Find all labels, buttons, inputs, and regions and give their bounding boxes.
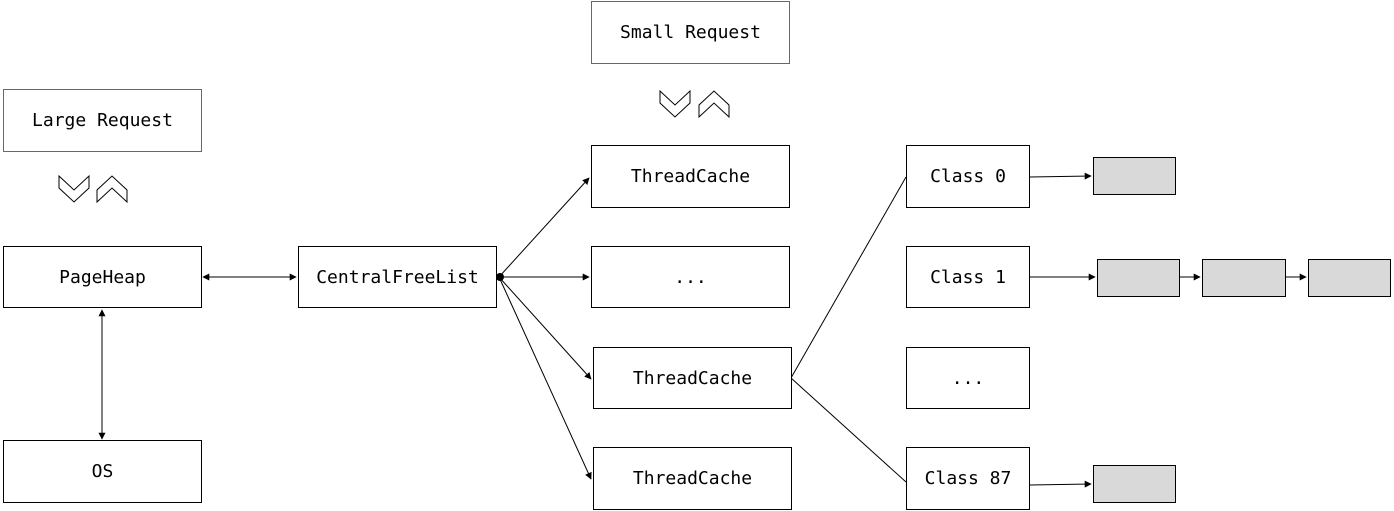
chevron-down-icon <box>659 89 691 118</box>
chevron-up-icon <box>698 90 730 119</box>
central-tc-top-arrow <box>498 177 590 278</box>
free-object-cell-class1-a <box>1097 259 1180 297</box>
tc-class0-line <box>790 176 907 379</box>
centralfreelist-box: CentralFreeList <box>298 246 497 308</box>
free-object-cell-class1-c <box>1308 259 1391 297</box>
small-request-box: Small Request <box>591 1 790 64</box>
class-87-box: Class 87 <box>906 447 1030 510</box>
threadcache-box-bottom: ThreadCache <box>593 447 792 510</box>
class-1-box: Class 1 <box>906 246 1030 308</box>
threadcache-box-ellipsis: ... <box>591 246 790 308</box>
free-object-cell-class0 <box>1093 157 1176 195</box>
large-request-box: Large Request <box>3 89 202 152</box>
central-tc-bottom-arrow <box>498 276 592 480</box>
class0-cell-arrow <box>1029 172 1092 180</box>
free-object-cell-class87 <box>1093 465 1176 503</box>
threadcache-box-top: ThreadCache <box>591 145 790 208</box>
os-box: OS <box>3 440 202 503</box>
central-tc-mid-arrow <box>498 276 592 380</box>
tc-class87-line <box>790 377 907 483</box>
pageheap-box: PageHeap <box>3 246 202 308</box>
threadcache-box-mid: ThreadCache <box>593 347 792 409</box>
class87-cell-arrow <box>1029 480 1092 488</box>
chevron-down-icon <box>58 174 90 203</box>
free-object-cell-class1-b <box>1202 259 1286 297</box>
chevron-up-icon <box>96 175 128 204</box>
class-ellipsis-box: ... <box>906 347 1030 409</box>
class-0-box: Class 0 <box>906 145 1030 208</box>
